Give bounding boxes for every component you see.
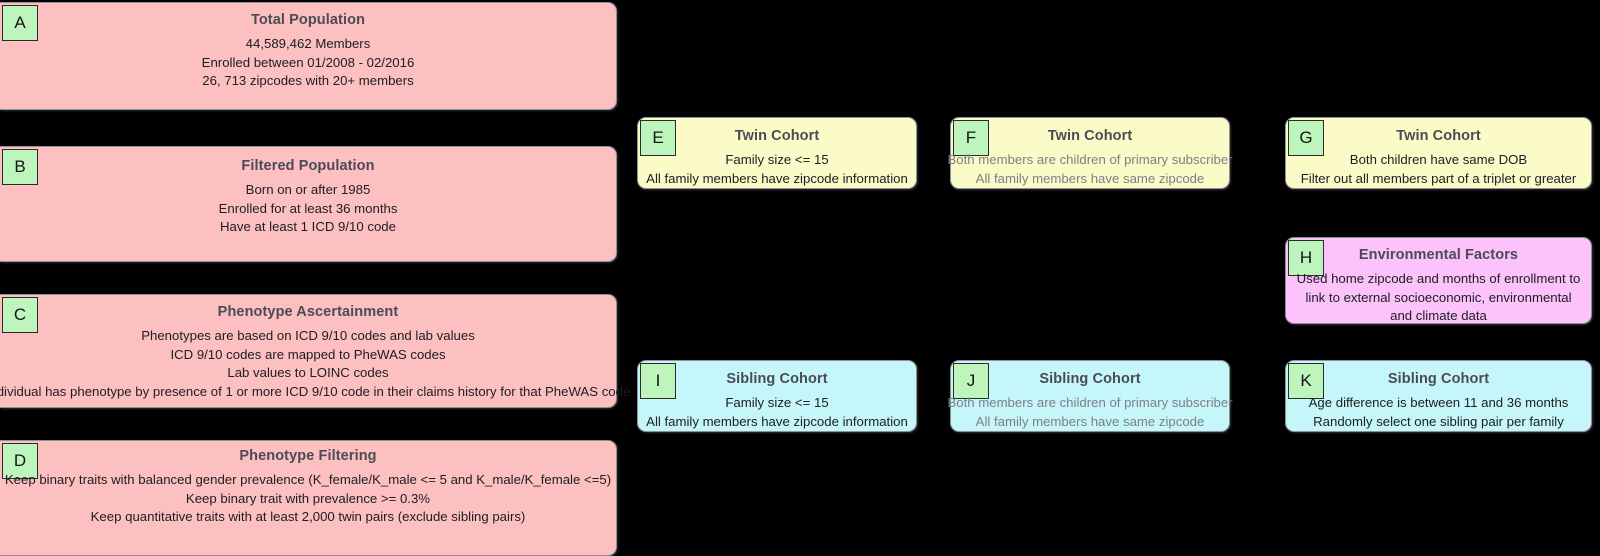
node-badge-i: I	[640, 363, 676, 399]
node-badge-g: G	[1288, 120, 1324, 156]
node-f-content: Twin Cohort Both members are children of…	[947, 118, 1232, 188]
node-h-line-1: Used home zipcode and months of enrollme…	[1296, 271, 1581, 323]
node-i-sibling-cohort[interactable]: I Sibling Cohort Family size <= 15 All f…	[637, 360, 917, 432]
node-k-sibling-cohort[interactable]: K Sibling Cohort Age difference is betwe…	[1285, 360, 1592, 432]
node-a-lines: 44,589,462 Members Enrolled between 01/2…	[202, 35, 415, 91]
node-e-title: Twin Cohort	[734, 128, 820, 144]
node-k-line-1: Age difference is between 11 and 36 mont…	[1308, 395, 1569, 410]
node-d-line-2: Keep binary trait with prevalence >= 0.3…	[185, 490, 431, 506]
node-b-line-3: Have at least 1 ICD 9/10 code	[220, 219, 396, 234]
node-h-title: Environmental Factors	[1358, 247, 1519, 263]
node-f-line-2: All family members have same zipcode	[975, 170, 1205, 186]
node-b-lines: Born on or after 1985 Enrolled for at le…	[219, 181, 398, 237]
node-k-title: Sibling Cohort	[1387, 371, 1490, 387]
node-g-lines: Both children have same DOB Filter out a…	[1301, 151, 1577, 188]
node-badge-f: F	[953, 120, 989, 156]
node-badge-c: C	[2, 297, 38, 333]
node-i-title: Sibling Cohort	[726, 371, 828, 387]
node-i-content: Sibling Cohort Family size <= 15 All fam…	[638, 361, 916, 431]
node-e-line-1: Family size <= 15	[725, 152, 829, 167]
node-j-content: Sibling Cohort Both members are children…	[947, 361, 1232, 431]
node-d-content: Phenotype Filtering Keep binary traits w…	[0, 441, 616, 555]
node-f-title: Twin Cohort	[1047, 128, 1133, 144]
node-k-content: Sibling Cohort Age difference is between…	[1286, 361, 1591, 431]
node-b-content: Filtered Population Born on or after 198…	[0, 147, 616, 261]
node-g-twin-cohort[interactable]: G Twin Cohort Both children have same DO…	[1285, 117, 1592, 189]
node-a-total-population[interactable]: A Total Population 44,589,462 Members En…	[0, 2, 617, 110]
node-j-line-1: Both members are children of primary sub…	[947, 395, 1233, 410]
node-h-lines: Used home zipcode and months of enrollme…	[1294, 270, 1584, 326]
node-c-line-3: Lab values to LOINC codes	[227, 365, 389, 380]
node-j-line-2: All family members have same zipcode	[975, 413, 1205, 429]
node-d-title: Phenotype Filtering	[239, 448, 377, 464]
node-e-twin-cohort[interactable]: E Twin Cohort Family size <= 15 All fami…	[637, 117, 917, 189]
node-badge-k: K	[1288, 363, 1324, 399]
node-a-line-3: 26, 713 zipcodes with 20+ members	[202, 73, 414, 88]
node-b-line-2: Enrolled for at least 36 months	[218, 200, 398, 216]
node-h-content: Environmental Factors Used home zipcode …	[1286, 238, 1591, 323]
node-badge-a: A	[2, 5, 38, 41]
node-f-twin-cohort[interactable]: F Twin Cohort Both members are children …	[947, 117, 1233, 189]
node-b-title: Filtered Population	[241, 158, 375, 174]
node-g-content: Twin Cohort Both children have same DOB …	[1286, 118, 1591, 188]
node-a-line-1: 44,589,462 Members	[245, 36, 371, 51]
node-c-line-2: ICD 9/10 codes are mapped to PheWAS code…	[170, 346, 446, 362]
node-c-line-1: Phenotypes are based on ICD 9/10 codes a…	[141, 328, 475, 343]
node-b-line-1: Born on or after 1985	[245, 182, 371, 197]
node-c-phenotype-ascertainment[interactable]: C Phenotype Ascertainment Phenotypes are…	[0, 294, 630, 408]
node-g-line-1: Both children have same DOB	[1349, 152, 1528, 167]
node-c-line-4: Individual has phenotype by presence of …	[0, 383, 631, 399]
node-badge-e: E	[640, 120, 676, 156]
node-e-content: Twin Cohort Family size <= 15 All family…	[638, 118, 916, 188]
node-d-phenotype-filtering[interactable]: D Phenotype Filtering Keep binary traits…	[0, 440, 617, 556]
node-a-title: Total Population	[250, 12, 366, 28]
node-a-content: Total Population 44,589,462 Members Enro…	[0, 3, 616, 109]
node-badge-j: J	[953, 363, 989, 399]
node-f-line-1: Both members are children of primary sub…	[947, 152, 1233, 167]
node-k-lines: Age difference is between 11 and 36 mont…	[1309, 394, 1569, 431]
node-j-sibling-cohort[interactable]: J Sibling Cohort Both members are childr…	[947, 360, 1233, 432]
node-d-line-1: Keep binary traits with balanced gender …	[4, 472, 612, 487]
node-d-lines: Keep binary traits with balanced gender …	[5, 471, 611, 527]
node-badge-b: B	[2, 149, 38, 185]
node-badge-d: D	[2, 443, 38, 479]
node-c-title: Phenotype Ascertainment	[217, 304, 399, 320]
node-f-lines: Both members are children of primary sub…	[947, 151, 1232, 188]
node-j-lines: Both members are children of primary sub…	[947, 394, 1232, 431]
node-i-line-2: All family members have zipcode informat…	[646, 413, 908, 429]
node-d-line-3: Keep quantitative traits with at least 2…	[90, 509, 526, 524]
node-j-title: Sibling Cohort	[1039, 371, 1141, 387]
node-b-filtered-population[interactable]: B Filtered Population Born on or after 1…	[0, 146, 617, 262]
node-c-content: Phenotype Ascertainment Phenotypes are b…	[0, 295, 630, 407]
node-g-title: Twin Cohort	[1396, 128, 1481, 144]
node-g-line-2: Filter out all members part of a triplet…	[1300, 170, 1577, 186]
node-a-line-2: Enrolled between 01/2008 - 02/2016	[201, 54, 415, 70]
node-h-environmental-factors[interactable]: H Environmental Factors Used home zipcod…	[1285, 237, 1592, 324]
node-i-lines: Family size <= 15 All family members hav…	[646, 394, 908, 431]
node-badge-h: H	[1288, 240, 1324, 276]
node-e-line-2: All family members have zipcode informat…	[646, 170, 908, 186]
node-k-line-2: Randomly select one sibling pair per fam…	[1313, 413, 1564, 429]
node-i-line-1: Family size <= 15	[725, 395, 829, 410]
node-c-lines: Phenotypes are based on ICD 9/10 codes a…	[0, 327, 630, 401]
node-e-lines: Family size <= 15 All family members hav…	[646, 151, 908, 188]
